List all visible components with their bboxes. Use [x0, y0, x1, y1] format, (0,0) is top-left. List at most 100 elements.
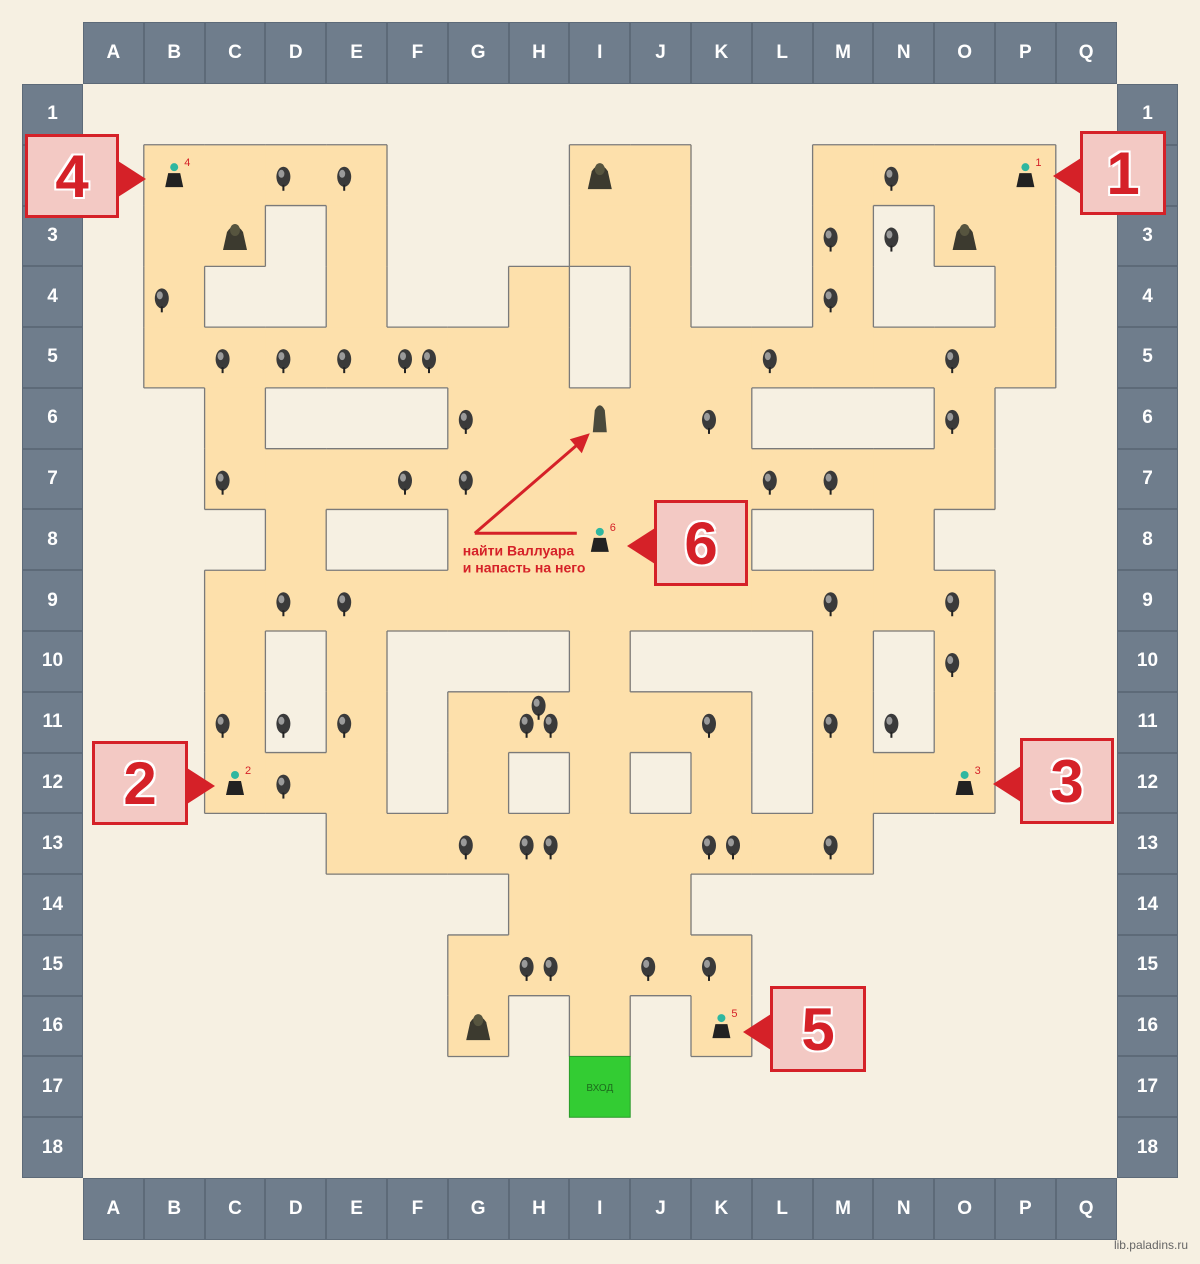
tree-icon	[543, 835, 558, 860]
column-label-h: H	[508, 22, 570, 84]
marker-number: 5	[731, 1008, 737, 1020]
column-label-k: K	[691, 22, 752, 84]
floor-cell	[569, 691, 631, 754]
floor-cell	[447, 448, 510, 511]
floor-cell	[873, 448, 935, 511]
floor-cell	[569, 874, 631, 936]
column-label-m: M	[812, 1178, 874, 1240]
tree-icon	[276, 166, 291, 191]
statue-icon	[587, 163, 612, 190]
floor-cell	[934, 448, 996, 511]
floor-cell	[569, 813, 631, 875]
row-label-4: 4	[1117, 266, 1178, 328]
column-label-a: A	[83, 1178, 144, 1240]
column-label-m: M	[812, 22, 874, 84]
tree-icon	[823, 592, 838, 617]
row-label-5: 5	[22, 327, 83, 388]
floor-cell	[569, 995, 631, 1058]
column-label-q: Q	[1055, 1178, 1117, 1240]
floor-cell	[934, 570, 996, 632]
tree-icon	[945, 653, 960, 678]
column-label-h: H	[508, 1178, 570, 1240]
row-label-9: 9	[22, 570, 83, 631]
floor-cell	[447, 691, 510, 754]
floor-cell	[630, 144, 692, 207]
floor-cell	[873, 144, 935, 207]
floor-cell	[630, 327, 692, 389]
entrance-cell	[568, 1055, 631, 1118]
tree-icon	[726, 835, 740, 860]
row-label-6: 6	[22, 387, 83, 449]
row-label-10: 10	[1117, 631, 1178, 692]
floor-cell	[812, 448, 874, 511]
tree-icon	[702, 835, 716, 860]
row-label-12: 12	[1117, 752, 1178, 814]
floor-cell	[265, 570, 327, 632]
tree-icon	[945, 409, 960, 434]
row-label-4: 4	[22, 266, 83, 328]
column-label-p: P	[995, 1178, 1056, 1240]
floor-cell	[326, 144, 388, 207]
statue-icon	[466, 1014, 491, 1041]
column-label-f: F	[387, 22, 448, 84]
floor-cell	[265, 144, 327, 207]
floor-cell	[873, 327, 935, 389]
column-label-e: E	[326, 1178, 387, 1240]
column-label-k: K	[691, 1178, 752, 1240]
callout-4: 4	[25, 134, 146, 218]
note-arrow-head	[569, 433, 590, 454]
floor-cell	[812, 752, 874, 814]
floor-cell	[508, 387, 570, 450]
tree-icon	[543, 956, 558, 981]
column-label-d: D	[265, 1178, 327, 1240]
note-line-1: найти Валлуара	[463, 542, 575, 558]
tree-icon	[702, 409, 716, 434]
floor-cell	[812, 205, 874, 267]
floor-cell	[447, 387, 510, 450]
floor-cell	[326, 691, 388, 754]
walls-layer	[143, 144, 1057, 1058]
floor-cell	[143, 327, 206, 389]
row-label-7: 7	[1117, 448, 1178, 510]
floor-cell	[508, 327, 570, 389]
row-label-14: 14	[22, 874, 83, 935]
floor-cell	[326, 205, 388, 267]
callout-pointer	[627, 528, 655, 564]
floor-cell	[265, 448, 327, 511]
row-label-15: 15	[22, 934, 83, 996]
floor-cell	[934, 387, 996, 450]
floor-cell	[447, 752, 510, 814]
tree-icon	[398, 470, 412, 495]
marker-number: 4	[184, 157, 190, 169]
floor-cell	[812, 691, 874, 754]
floor-cell	[812, 266, 874, 328]
floor-cell	[569, 205, 631, 267]
callout-6: 6	[627, 500, 748, 586]
floor-cell	[265, 509, 327, 571]
tree-icon	[276, 592, 291, 617]
tree-icon	[823, 288, 838, 313]
floor-cell	[569, 752, 631, 814]
floor-cell	[265, 327, 327, 389]
marker-number: 3	[975, 765, 981, 777]
column-label-d: D	[265, 22, 327, 84]
column-label-c: C	[204, 1178, 266, 1240]
floor-cell	[995, 266, 1057, 328]
floor-cell	[995, 327, 1057, 389]
floor-cell	[204, 448, 266, 511]
callout-2: 2	[92, 741, 215, 825]
portal-icon	[590, 527, 609, 552]
column-label-l: L	[751, 22, 813, 84]
callout-pointer	[187, 768, 215, 804]
tree-icon	[519, 713, 534, 738]
column-label-i: I	[569, 1178, 631, 1240]
tree-icon	[422, 349, 436, 374]
floor-cell	[447, 934, 510, 997]
row-label-18: 18	[22, 1117, 83, 1179]
floor-cell	[691, 691, 753, 754]
floor-cell	[751, 813, 814, 875]
floor-cell	[447, 570, 510, 632]
tree-icon	[884, 166, 899, 191]
portal-icon	[955, 770, 974, 795]
row-label-5: 5	[1117, 327, 1178, 388]
